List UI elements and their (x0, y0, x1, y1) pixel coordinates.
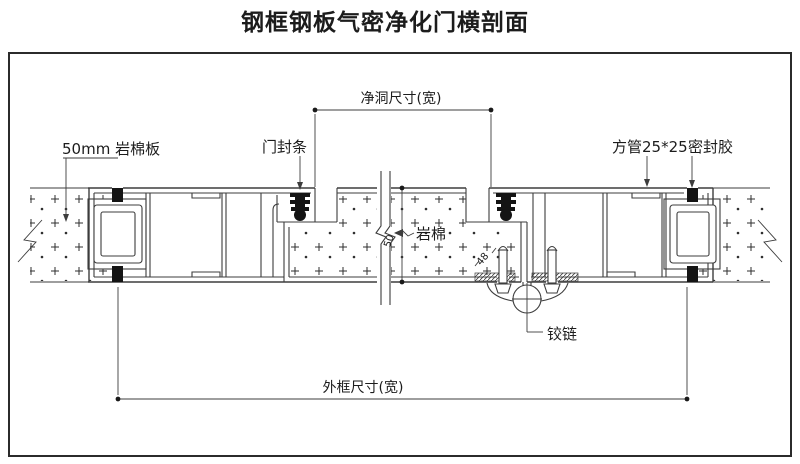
label-square-tube: 方管25*25 (612, 138, 688, 156)
callout-rock-wool: 岩棉 (394, 225, 446, 243)
hinge-bolt-left (494, 245, 512, 294)
hinge-assembly (474, 245, 579, 332)
dim-outer-frame-label: 外框尺寸(宽) (323, 379, 404, 396)
label-rock-wool-board: 50mm 岩棉板 (62, 140, 160, 158)
label-hinge: 铰链 (547, 325, 577, 343)
door-seal-right (496, 193, 516, 221)
frame-notch-top-left (191, 193, 221, 199)
label-sealant: 密封胶 (688, 138, 733, 156)
frame-notch-bottom-right (606, 271, 636, 277)
frame-right (488, 187, 721, 283)
label-rock-wool: 岩棉 (416, 225, 446, 243)
sealant-left-top (112, 188, 123, 202)
door-seal-left (290, 193, 310, 221)
dim-clear-opening: 净洞尺寸(宽) (312, 90, 494, 187)
sealant-left-bottom (112, 266, 123, 282)
door-leaf (283, 187, 522, 283)
callout-hinge: 铰链 (527, 325, 577, 343)
wall-break-left (17, 219, 43, 263)
frame-notch-bottom-left (191, 271, 221, 277)
dim-leaf-thickness-label: 50 (382, 233, 396, 249)
drawing-border (8, 52, 792, 457)
frame-notch-top-right (631, 193, 661, 199)
sealant-right-top (687, 188, 698, 202)
callout-rock-wool-board: 50mm 岩棉板 (62, 140, 160, 222)
hinge-plate-left (474, 272, 516, 282)
drawing-title: 钢框钢板气密净化门横剖面 (241, 9, 529, 36)
callout-sealant: 密封胶 (688, 138, 733, 188)
hinge-bolt-right (543, 245, 561, 294)
sealant-right-bottom (687, 266, 698, 282)
callout-square-tube: 方管25*25 (612, 138, 688, 187)
center-break (375, 171, 396, 305)
label-door-seal: 门封条 (262, 138, 307, 156)
dim-clear-opening-label: 净洞尺寸(宽) (361, 90, 442, 107)
hinge-wing (486, 282, 569, 302)
dim-outer-frame: 外框尺寸(宽) (115, 287, 690, 402)
wall-break-right (757, 219, 783, 263)
leaf-rebate-right (465, 188, 522, 282)
frame-left (87, 187, 316, 283)
callout-door-seal: 门封条 (262, 138, 307, 190)
leaf-rebate-left (283, 188, 338, 282)
